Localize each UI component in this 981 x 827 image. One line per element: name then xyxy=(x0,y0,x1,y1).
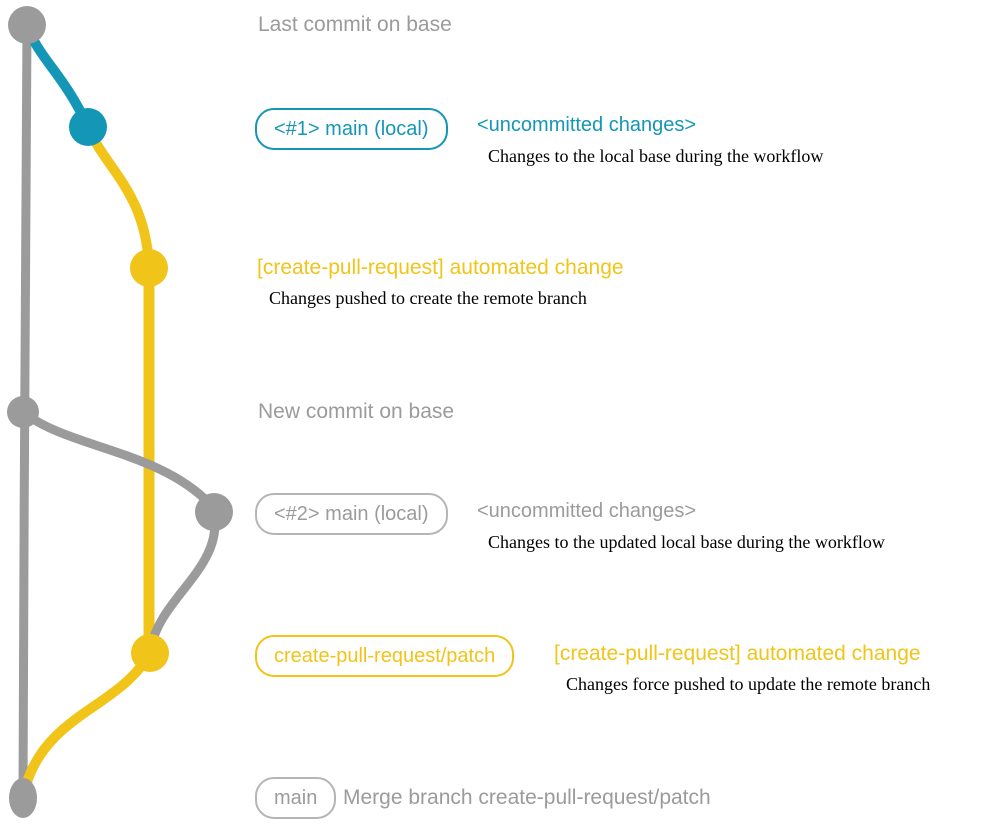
branch-label-patch: create-pull-request/patch xyxy=(255,635,515,677)
branch-label-main-local-1: <#1> main (local) xyxy=(255,108,448,150)
annotation-merge: Merge branch create-pull-request/patch xyxy=(343,786,711,809)
commit-dot-uncommitted-2 xyxy=(195,493,233,531)
branch-label-main: main xyxy=(255,777,337,819)
commit-dot-new-base xyxy=(7,396,39,428)
updated-base-line-in xyxy=(146,511,220,649)
commit-dot-uncommitted-1 xyxy=(69,108,107,146)
event-title-automated-2: [create-pull-request] automated change xyxy=(554,642,921,665)
commit-graph xyxy=(7,6,233,818)
commit-dot-last-base xyxy=(8,6,46,44)
event-caption-uncommitted-2: Changes to the updated local base during… xyxy=(488,532,885,552)
commit-dot-automated-1 xyxy=(130,249,168,287)
commit-dot-automated-2 xyxy=(131,634,169,672)
event-caption-uncommitted-1: Changes to the local base during the wor… xyxy=(488,146,824,166)
event-caption-automated-1: Changes pushed to create the remote bran… xyxy=(269,288,587,308)
event-title-uncommitted-1: <uncommitted changes> xyxy=(477,114,697,136)
branch-label-main-local-2: <#2> main (local) xyxy=(255,493,448,535)
event-caption-automated-2: Changes force pushed to update the remot… xyxy=(566,674,931,694)
updated-base-line-out xyxy=(20,408,214,508)
patch-branch-line-top xyxy=(83,124,154,269)
patch-merge-line xyxy=(22,650,155,784)
commit-dot-merge xyxy=(9,778,37,818)
annotation-new-commit: New commit on base xyxy=(258,400,455,423)
event-title-uncommitted-2: <uncommitted changes> xyxy=(477,500,697,522)
event-title-automated-1: [create-pull-request] automated change xyxy=(257,256,624,279)
annotation-last-commit: Last commit on base xyxy=(258,13,452,36)
